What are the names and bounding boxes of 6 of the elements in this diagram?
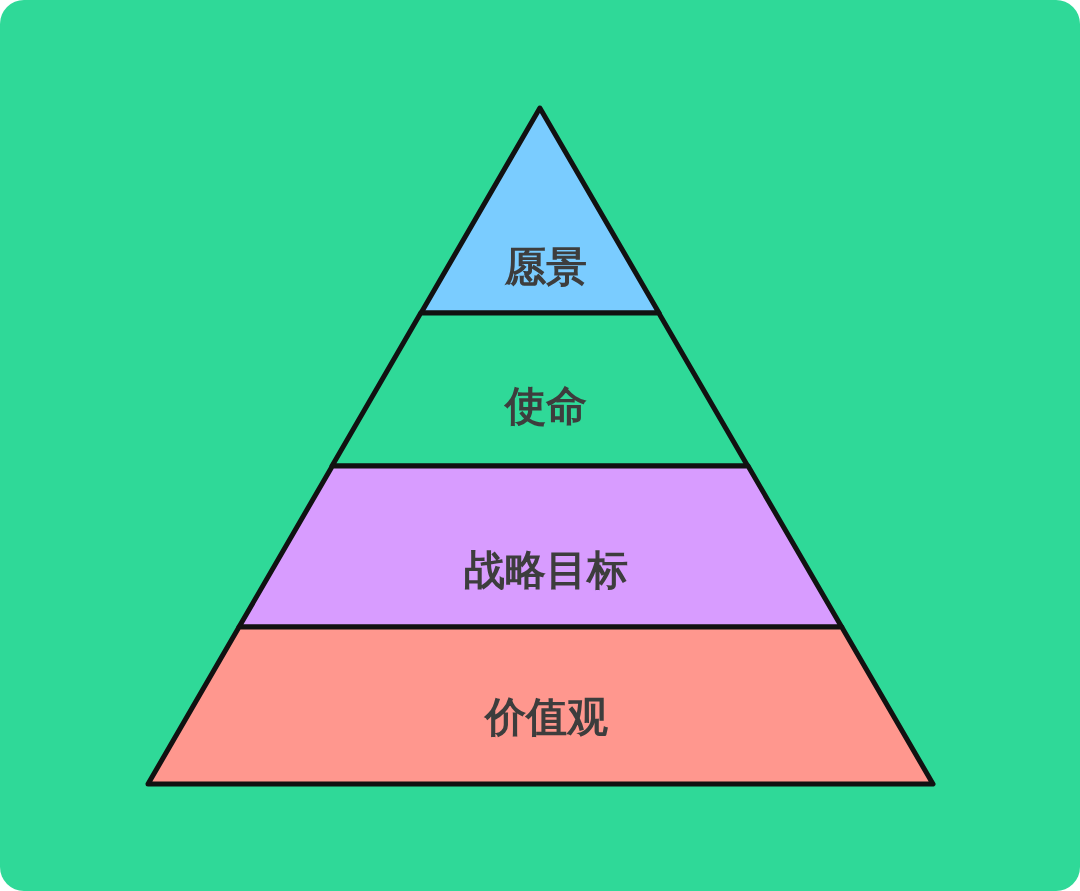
tier-label: 战略目标 [464, 548, 628, 594]
pyramid-apex-triangle [418, 105, 663, 316]
pyramid-tier [145, 624, 936, 787]
tier-label: 愿景 [505, 245, 587, 291]
tier-label: 价值观 [484, 695, 608, 741]
tier-label: 使命 [505, 384, 587, 430]
